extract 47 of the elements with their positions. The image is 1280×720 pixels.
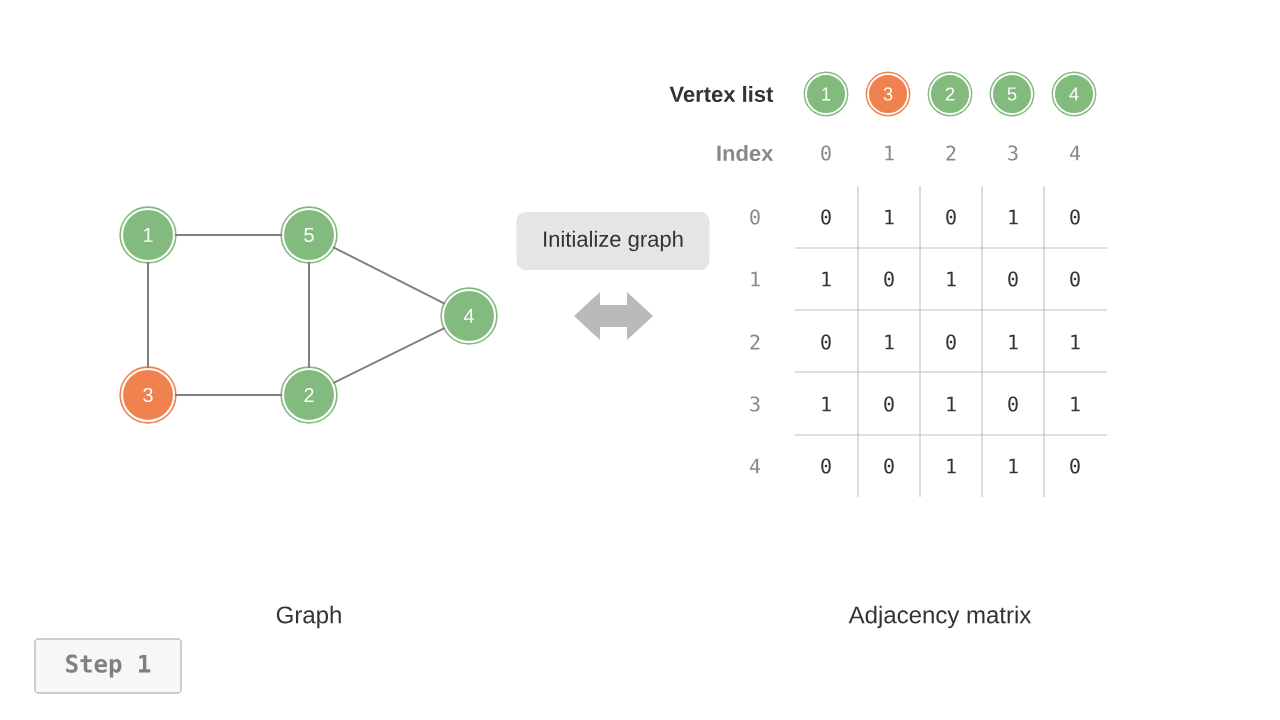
row-index: 3 bbox=[750, 396, 760, 412]
action-label: Initialize graph bbox=[516, 212, 710, 270]
edge-line bbox=[147, 260, 149, 370]
row-index: 1 bbox=[751, 271, 760, 287]
matrix-cell: 1 bbox=[822, 396, 831, 412]
matrix-cell: 1 bbox=[885, 209, 894, 225]
matrix-cell: 1 bbox=[1009, 458, 1018, 474]
column-index: 2 bbox=[946, 145, 956, 161]
matrix-cell: 1 bbox=[947, 396, 956, 412]
row-heading: Vertex list bbox=[669, 85, 774, 103]
matrix-cell: 0 bbox=[1070, 209, 1080, 225]
matrix-cell: 1 bbox=[885, 334, 894, 350]
matrix-cell: 1 bbox=[947, 458, 956, 474]
caption: Adjacency matrix bbox=[848, 605, 1032, 629]
step-button: Step 1 bbox=[34, 638, 182, 694]
matrix-cell: 0 bbox=[1070, 271, 1080, 287]
edge-line bbox=[173, 394, 284, 396]
matrix-cell: 0 bbox=[946, 334, 956, 350]
matrix-cell: 0 bbox=[1008, 271, 1018, 287]
row-index: 2 bbox=[750, 334, 760, 350]
column-index: 1 bbox=[885, 145, 894, 161]
matrix-cell: 0 bbox=[946, 209, 956, 225]
matrix-cell: 0 bbox=[1070, 458, 1080, 474]
matrix-cell: 0 bbox=[884, 271, 894, 287]
caption: Graph bbox=[276, 605, 341, 629]
matrix-cell: 1 bbox=[1009, 334, 1018, 350]
row-index: 0 bbox=[750, 209, 760, 225]
edge-line bbox=[308, 260, 310, 370]
matrix-cell: 0 bbox=[884, 458, 894, 474]
matrix-cell: 0 bbox=[884, 396, 894, 412]
row-index: 4 bbox=[750, 458, 761, 474]
matrix-cell: 1 bbox=[1071, 334, 1080, 350]
row-heading: Index bbox=[717, 144, 774, 162]
matrix-cell: 1 bbox=[822, 271, 831, 287]
matrix-cell: 0 bbox=[821, 209, 831, 225]
column-index: 3 bbox=[1008, 145, 1018, 161]
matrix-cell: 0 bbox=[821, 334, 831, 350]
edge-line bbox=[331, 246, 447, 305]
edge-line bbox=[173, 234, 284, 236]
column-index: 4 bbox=[1070, 145, 1081, 161]
matrix-cell: 0 bbox=[1008, 396, 1018, 412]
column-index: 0 bbox=[821, 145, 831, 161]
edge-line bbox=[332, 326, 446, 385]
matrix-cell: 1 bbox=[1071, 396, 1080, 412]
matrix-cell: 1 bbox=[1009, 209, 1018, 225]
matrix-cell: 1 bbox=[947, 271, 956, 287]
matrix-cell: 0 bbox=[821, 458, 831, 474]
